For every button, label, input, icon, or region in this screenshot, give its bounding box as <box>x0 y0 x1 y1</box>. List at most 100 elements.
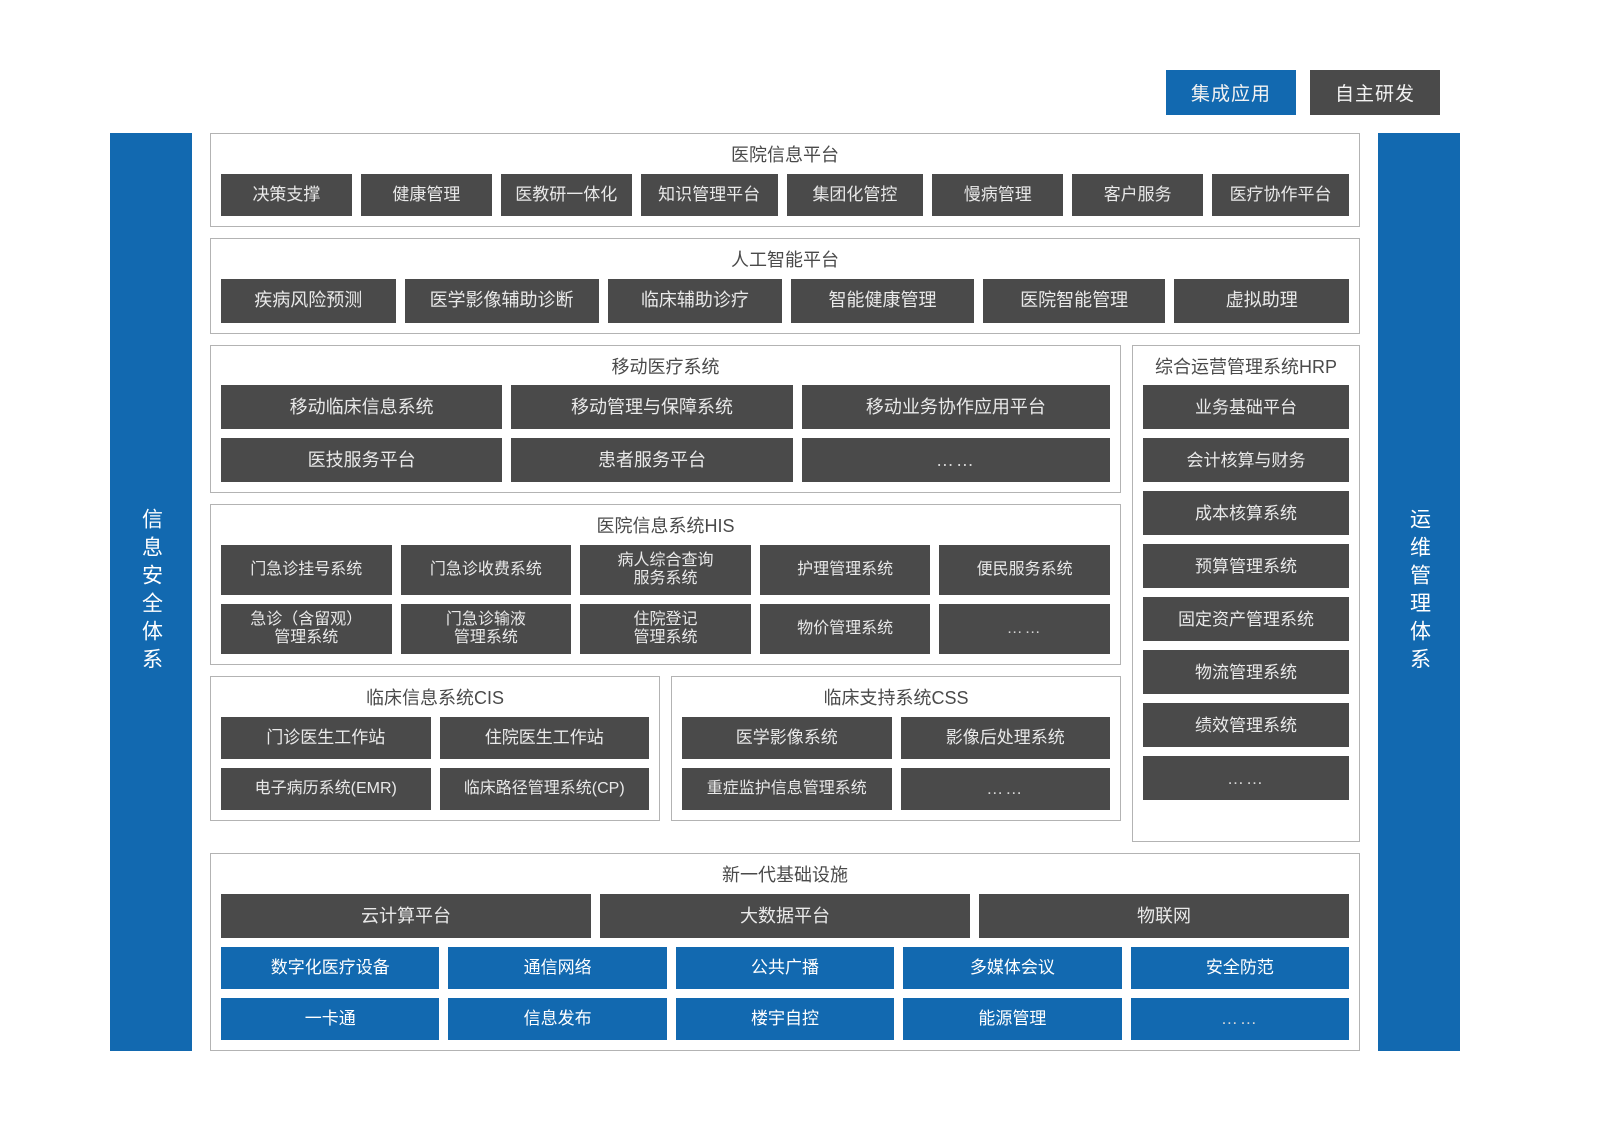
box-big-data-platform[interactable]: 大数据平台 <box>600 894 970 938</box>
section-hrp: 综合运营管理系统HRP 业务基础平台 会计核算与财务 成本核算系统 预算管理系统… <box>1132 344 1360 843</box>
box-accounting-finance[interactable]: 会计核算与财务 <box>1143 438 1349 483</box>
box-image-post-processing-system[interactable]: 影像后处理系统 <box>900 716 1110 759</box>
box-icu-info-management-system[interactable]: 重症监护信息管理系统 <box>682 767 892 810</box>
box-internet-of-things[interactable]: 物联网 <box>979 894 1349 938</box>
box-hospital-intelligent-management[interactable]: 医院智能管理 <box>982 278 1166 323</box>
section-title-mobile-medical: 移动医疗系统 <box>611 356 720 377</box>
row-css-2: 重症监护信息管理系统 …… <box>682 767 1110 810</box>
box-outpatient-doctor-workstation[interactable]: 门诊医生工作站 <box>221 716 431 759</box>
row-mobile-medical-2: 医技服务平台 患者服务平台 …… <box>221 438 1111 483</box>
box-intelligent-health-management[interactable]: 智能健康管理 <box>791 278 974 323</box>
box-css-more[interactable]: …… <box>900 767 1110 810</box>
section-title-css: 临床支持系统CSS <box>823 688 969 709</box>
box-nursing-management-system[interactable]: 护理管理系统 <box>759 545 931 596</box>
box-security-protection[interactable]: 安全防范 <box>1130 947 1350 989</box>
box-communication-network[interactable]: 通信网络 <box>448 947 667 989</box>
center-column: 医院信息平台 决策支撑 健康管理 医教研一体化 知识管理平台 集团化管控 慢病管… <box>192 133 1378 1051</box>
section-title-cis: 临床信息系统CIS <box>365 688 504 709</box>
box-medical-collaboration-platform[interactable]: 医疗协作平台 <box>1212 173 1349 216</box>
box-outpatient-infusion-system[interactable]: 门急诊输液 管理系统 <box>400 604 572 655</box>
box-customer-service[interactable]: 客户服务 <box>1072 173 1204 216</box>
section-title-ai-platform: 人工智能平台 <box>731 249 839 270</box>
row-cis-2: 电子病历系统(EMR) 临床路径管理系统(CP) <box>221 767 649 810</box>
box-performance-management-system[interactable]: 绩效管理系统 <box>1143 703 1349 748</box>
box-fixed-asset-management-system[interactable]: 固定资产管理系统 <box>1143 597 1349 642</box>
row-ai-platform: 疾病风险预测 医学影像辅助诊断 临床辅助诊疗 智能健康管理 医院智能管理 虚拟助… <box>221 278 1350 323</box>
list-hrp: 业务基础平台 会计核算与财务 成本核算系统 预算管理系统 固定资产管理系统 物流… <box>1143 385 1349 831</box>
box-outpatient-registration-system[interactable]: 门急诊挂号系统 <box>221 545 392 596</box>
row-hospital-info-platform: 决策支撑 健康管理 医教研一体化 知识管理平台 集团化管控 慢病管理 客户服务 … <box>221 173 1349 216</box>
box-mobile-clinical-info-system[interactable]: 移动临床信息系统 <box>221 385 503 430</box>
box-mobile-more[interactable]: …… <box>801 438 1111 483</box>
section-hospital-info-platform: 医院信息平台 决策支撑 健康管理 医教研一体化 知识管理平台 集团化管控 慢病管… <box>210 133 1360 227</box>
box-cost-accounting-system[interactable]: 成本核算系统 <box>1143 491 1349 536</box>
box-outpatient-charging-system[interactable]: 门急诊收费系统 <box>400 545 572 596</box>
box-health-management[interactable]: 健康管理 <box>360 173 492 216</box>
box-clinical-assisted-diagnosis[interactable]: 临床辅助诊疗 <box>607 278 783 323</box>
box-cloud-computing-platform[interactable]: 云计算平台 <box>221 894 591 938</box>
legend-item-integrated[interactable]: 集成应用 <box>1166 70 1296 115</box>
middle-left-column: 移动医疗系统 移动临床信息系统 移动管理与保障系统 移动业务协作应用平台 医技服… <box>210 344 1121 843</box>
box-energy-management[interactable]: 能源管理 <box>903 998 1122 1040</box>
row-cis-1: 门诊医生工作站 住院医生工作站 <box>221 716 649 759</box>
section-infrastructure: 新一代基础设施 云计算平台 大数据平台 物联网 数字化医疗设备 通信网络 公共广… <box>210 853 1360 1051</box>
box-medical-education-research[interactable]: 医教研一体化 <box>500 173 632 216</box>
row-mobile-medical-1: 移动临床信息系统 移动管理与保障系统 移动业务协作应用平台 <box>221 385 1111 430</box>
box-knowledge-management-platform[interactable]: 知识管理平台 <box>640 173 778 216</box>
box-patient-service-platform[interactable]: 患者服务平台 <box>511 438 793 483</box>
box-medical-imaging-system[interactable]: 医学影像系统 <box>682 716 892 759</box>
middle-right-column: 综合运营管理系统HRP 业务基础平台 会计核算与财务 成本核算系统 预算管理系统… <box>1132 344 1360 843</box>
box-medical-imaging-diagnosis[interactable]: 医学影像辅助诊断 <box>404 278 599 323</box>
box-multimedia-conference[interactable]: 多媒体会议 <box>903 947 1122 989</box>
section-title-hospital-info-platform: 医院信息平台 <box>731 145 839 165</box>
box-convenience-service-system[interactable]: 便民服务系统 <box>939 545 1110 596</box>
box-budget-management-system[interactable]: 预算管理系统 <box>1143 544 1349 589</box>
box-digital-medical-equipment[interactable]: 数字化医疗设备 <box>221 947 440 989</box>
section-cis: 临床信息系统CIS 门诊医生工作站 住院医生工作站 电子病历系统(EMR) 临床… <box>210 676 660 821</box>
box-chronic-disease-management[interactable]: 慢病管理 <box>932 173 1064 216</box>
box-emr-system[interactable]: 电子病历系统(EMR) <box>221 767 431 810</box>
box-infrastructure-more[interactable]: …… <box>1130 998 1350 1040</box>
box-mobile-management-support-system[interactable]: 移动管理与保障系统 <box>511 385 793 430</box>
box-disease-risk-prediction[interactable]: 疾病风险预测 <box>221 278 396 323</box>
left-sidebar-information-security: 信息安全体系 <box>110 133 192 1051</box>
diagram-board: 信息安全体系 医院信息平台 决策支撑 健康管理 医教研一体化 知识管理平台 集团… <box>110 133 1460 1051</box>
box-all-in-one-card[interactable]: 一卡通 <box>221 998 440 1040</box>
box-mobile-business-collaboration-platform[interactable]: 移动业务协作应用平台 <box>801 385 1111 430</box>
right-sidebar-operations-management: 运维管理体系 <box>1378 133 1460 1051</box>
left-sidebar-label: 信息安全体系 <box>139 508 163 676</box>
box-emergency-observation-system[interactable]: 急诊（含留观） 管理系统 <box>221 604 392 655</box>
box-building-automation[interactable]: 楼宇自控 <box>675 998 895 1040</box>
right-sidebar-label: 运维管理体系 <box>1407 508 1431 676</box>
section-css: 临床支持系统CSS 医学影像系统 影像后处理系统 重症监护信息管理系统 …… <box>671 676 1121 821</box>
row-his-2: 急诊（含留观） 管理系统 门急诊输液 管理系统 住院登记 管理系统 物价管理系统… <box>221 604 1110 655</box>
row-his-1: 门急诊挂号系统 门急诊收费系统 病人综合查询 服务系统 护理管理系统 便民服务系… <box>221 545 1110 596</box>
box-public-broadcasting[interactable]: 公共广播 <box>675 947 895 989</box>
box-business-foundation-platform[interactable]: 业务基础平台 <box>1143 385 1349 430</box>
section-ai-platform: 人工智能平台 疾病风险预测 医学影像辅助诊断 临床辅助诊疗 智能健康管理 医院智… <box>210 237 1360 334</box>
box-clinical-pathway-system[interactable]: 临床路径管理系统(CP) <box>439 767 649 810</box>
box-logistics-management-system[interactable]: 物流管理系统 <box>1143 650 1349 695</box>
box-his-more[interactable]: …… <box>939 604 1110 655</box>
box-inpatient-doctor-workstation[interactable]: 住院医生工作站 <box>439 716 649 759</box>
box-medical-technology-service-platform[interactable]: 医技服务平台 <box>221 438 503 483</box>
legend-item-self-developed[interactable]: 自主研发 <box>1310 70 1440 115</box>
box-group-management-control[interactable]: 集团化管控 <box>786 173 924 216</box>
row-cis-css: 临床信息系统CIS 门诊医生工作站 住院医生工作站 电子病历系统(EMR) 临床… <box>210 676 1121 821</box>
row-infrastructure-3: 一卡通 信息发布 楼宇自控 能源管理 …… <box>221 998 1350 1040</box>
box-price-management-system[interactable]: 物价管理系统 <box>759 604 931 655</box>
box-patient-comprehensive-query-system[interactable]: 病人综合查询 服务系统 <box>580 545 751 596</box>
section-his: 医院信息系统HIS 门急诊挂号系统 门急诊收费系统 病人综合查询 服务系统 护理… <box>210 504 1121 666</box>
box-virtual-assistant[interactable]: 虚拟助理 <box>1174 278 1350 323</box>
legend-label-self-developed: 自主研发 <box>1334 84 1415 105</box>
row-infrastructure-2: 数字化医疗设备 通信网络 公共广播 多媒体会议 安全防范 <box>221 947 1350 989</box>
box-inpatient-registration-system[interactable]: 住院登记 管理系统 <box>580 604 751 655</box>
row-css-1: 医学影像系统 影像后处理系统 <box>682 716 1110 759</box>
legend-label-integrated: 集成应用 <box>1190 84 1271 105</box>
box-decision-support[interactable]: 决策支撑 <box>221 173 352 216</box>
section-title-hrp: 综合运营管理系统HRP <box>1154 356 1337 377</box>
box-hrp-more[interactable]: …… <box>1143 756 1349 801</box>
section-title-his: 医院信息系统HIS <box>596 516 735 537</box>
box-information-release[interactable]: 信息发布 <box>448 998 667 1040</box>
